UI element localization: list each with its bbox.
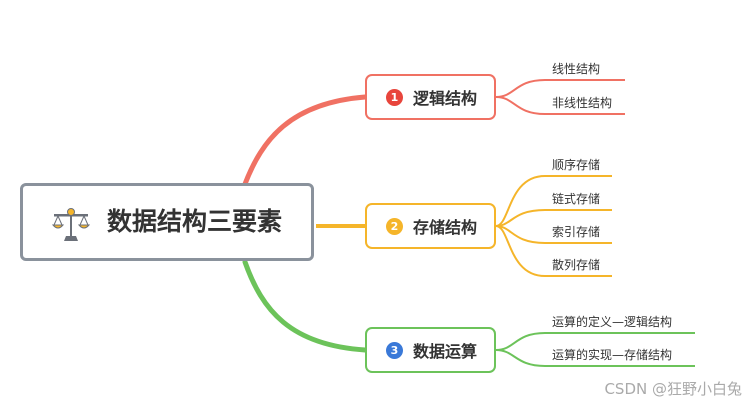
branch-label: 逻辑结构 bbox=[413, 89, 478, 108]
connector-storage-leaf-4 bbox=[495, 225, 612, 277]
root-title: 数据结构三要素 bbox=[107, 207, 283, 236]
connector-operation-leaf-1 bbox=[495, 332, 695, 351]
branch-data-operation[interactable]: 3 数据运算 bbox=[365, 327, 496, 373]
connector-operation-leaf-2 bbox=[495, 349, 695, 367]
connector-storage-leaf-2 bbox=[495, 209, 612, 227]
scales-icon bbox=[51, 208, 91, 241]
number-badge-icon: 2 bbox=[386, 217, 403, 235]
leaf-operation-definition[interactable]: 运算的定义—逻辑结构 bbox=[552, 315, 673, 329]
root-node[interactable]: 数据结构三要素 bbox=[20, 183, 314, 261]
watermark: CSDN @狂野小白兔 bbox=[604, 380, 742, 398]
leaf-linear-structure[interactable]: 线性结构 bbox=[552, 62, 601, 76]
connector-root-operation bbox=[242, 259, 368, 353]
branch-label: 数据运算 bbox=[413, 342, 478, 361]
leaf-sequential-storage[interactable]: 顺序存储 bbox=[552, 158, 601, 172]
branch-storage-structure[interactable]: 2 存储结构 bbox=[365, 203, 496, 249]
number-badge-icon: 1 bbox=[386, 88, 403, 106]
connector-logic-leaf-1 bbox=[495, 79, 625, 98]
number-badge-icon: 3 bbox=[386, 341, 403, 359]
connector-storage-leaf-3 bbox=[495, 225, 612, 244]
connector-storage-leaf-1 bbox=[495, 175, 612, 227]
leaf-linked-storage[interactable]: 链式存储 bbox=[552, 192, 601, 206]
branch-label: 存储结构 bbox=[413, 218, 478, 237]
connector-logic-leaf-2 bbox=[495, 96, 625, 115]
leaf-hashed-storage[interactable]: 散列存储 bbox=[552, 258, 601, 272]
leaf-indexed-storage[interactable]: 索引存储 bbox=[552, 225, 601, 239]
connector-root-logic bbox=[242, 94, 368, 187]
leaf-nonlinear-structure[interactable]: 非线性结构 bbox=[552, 96, 613, 110]
branch-logical-structure[interactable]: 1 逻辑结构 bbox=[365, 74, 496, 120]
leaf-operation-implementation[interactable]: 运算的实现—存储结构 bbox=[552, 348, 673, 362]
